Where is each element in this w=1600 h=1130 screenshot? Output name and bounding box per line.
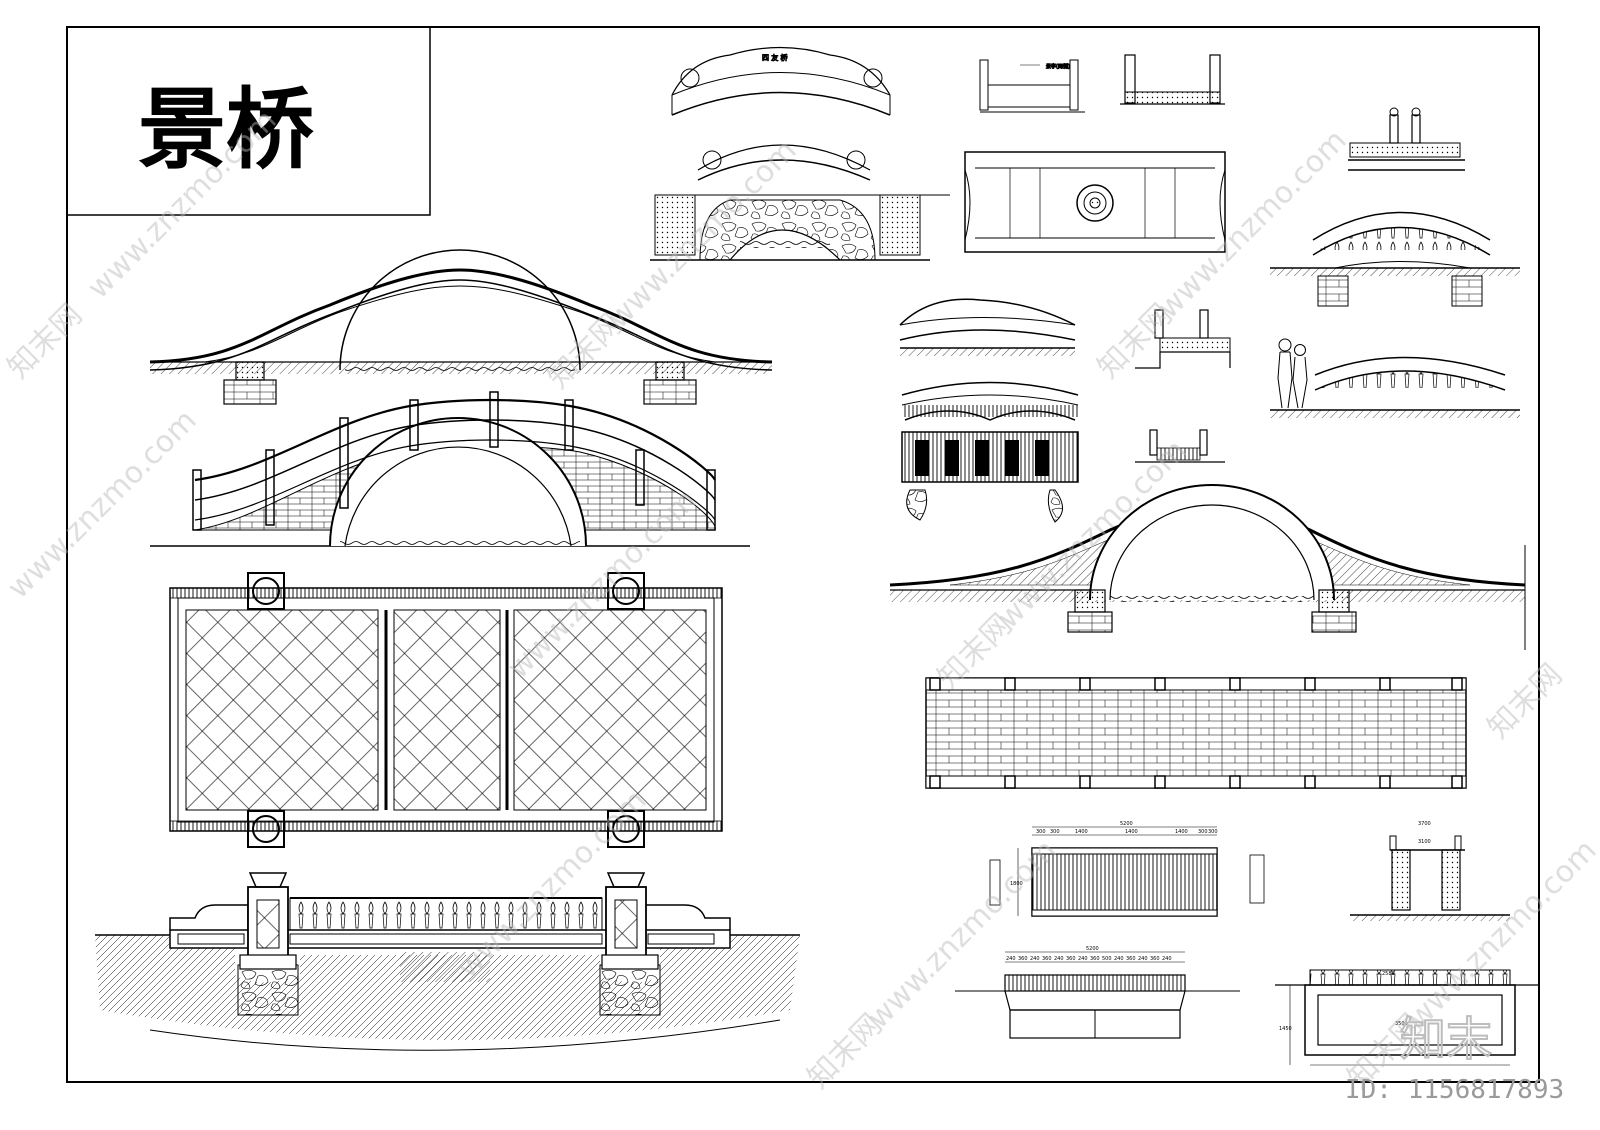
dim-elev-3: 240	[1030, 956, 1040, 962]
dim-plan-6: 300	[1198, 829, 1208, 835]
bridge-deck-plan-large	[169, 572, 723, 848]
bridge-cross-section-columns	[1350, 835, 1510, 921]
dim-lsection-1: 2580	[1382, 971, 1395, 977]
dim-lsection-2: 3500	[1395, 1021, 1408, 1027]
wave-bridge-elevation-2	[901, 381, 1079, 421]
balustrade-bridge-elevation	[95, 872, 800, 1051]
dim-elev-8: 360	[1090, 956, 1100, 962]
bridge-detail-stair	[1135, 309, 1231, 369]
human-figures-icon	[1277, 338, 1308, 409]
paved-bridge-plan	[925, 677, 1467, 789]
dim-side: 1800	[1010, 881, 1023, 887]
balustrade-arch-bridge-right-1	[1270, 211, 1520, 307]
dim-plan-1: 300	[1036, 829, 1046, 835]
seal-bridge-plan	[964, 151, 1226, 253]
dim-plan-5: 1400	[1175, 829, 1188, 835]
dim-plan-2: 300	[1050, 829, 1060, 835]
dim-elev-14: 240	[1162, 956, 1172, 962]
wm-brand-1: 知末网	[1, 297, 89, 385]
dim-elev-11: 360	[1126, 956, 1136, 962]
image-id-label: ID: 1156817893	[1345, 1075, 1564, 1105]
seal-arch-bridge-section	[650, 144, 950, 261]
wm-site-2: www.znzmo.com	[1, 403, 204, 606]
dim-section-2: 3100	[1418, 839, 1431, 845]
wm-brand-6: 知末网	[1481, 657, 1569, 745]
arch-bridge-elevation-1	[149, 249, 773, 405]
dim-elev-7: 240	[1078, 956, 1088, 962]
dim-elev-4: 360	[1042, 956, 1052, 962]
wave-bridge-elevation	[899, 298, 1076, 356]
seal-arch-bridge-elevation: 四 友 桥	[671, 46, 891, 116]
stone-arch-bridge-railing	[150, 391, 750, 547]
arch-bridge-elevation-2	[889, 484, 1526, 650]
railing-bridge-section-small	[1348, 107, 1465, 171]
wm-site-9: www.znzmo.com	[1401, 833, 1600, 1036]
pavilion-bridge-elevation: 景亭(两侧)	[979, 59, 1085, 113]
dim-elev-10: 240	[1114, 956, 1124, 962]
dim-plan-4: 1400	[1125, 829, 1138, 835]
dim-plan-3: 1400	[1075, 829, 1088, 835]
dim-section-1: 3700	[1418, 821, 1431, 827]
dim-lsection-vert: 1450	[1279, 1026, 1292, 1032]
dim-elev-6: 360	[1066, 956, 1076, 962]
bridge-longitudinal-section	[1275, 969, 1540, 1066]
dim-elev-9: 500	[1102, 956, 1112, 962]
dim-elev-total: 5200	[1086, 946, 1099, 952]
bridge-detail-stair-2	[1135, 429, 1225, 463]
dim-elev-2: 360	[1018, 956, 1028, 962]
dim-elev-12: 240	[1138, 956, 1148, 962]
balustrade-arch-bridge-right-2	[1270, 338, 1520, 418]
dim-elev-5: 240	[1054, 956, 1064, 962]
dim-plan-7: 300	[1208, 829, 1218, 835]
sheet-border	[66, 26, 1540, 1083]
bridge-name-tag: 景亭(两侧)	[1046, 63, 1070, 70]
wm-site-6: www.znzmo.com	[861, 833, 1064, 1036]
timber-bridge-plan-small	[901, 431, 1079, 523]
title-block: 景桥	[66, 26, 431, 216]
timber-bridge-elevation-dimensioned	[955, 951, 1240, 1039]
sheet-title: 景桥	[138, 78, 314, 181]
seal-text: 四 友 桥	[762, 53, 787, 62]
bridge-small-section-top	[1120, 54, 1225, 105]
watermark-logo: 知末	[1400, 1012, 1492, 1066]
dim-elev-1: 240	[1006, 956, 1016, 962]
dim-elev-13: 360	[1150, 956, 1160, 962]
timber-bridge-plan-dimensioned	[989, 826, 1265, 917]
dim-plan-total: 5200	[1120, 821, 1133, 827]
